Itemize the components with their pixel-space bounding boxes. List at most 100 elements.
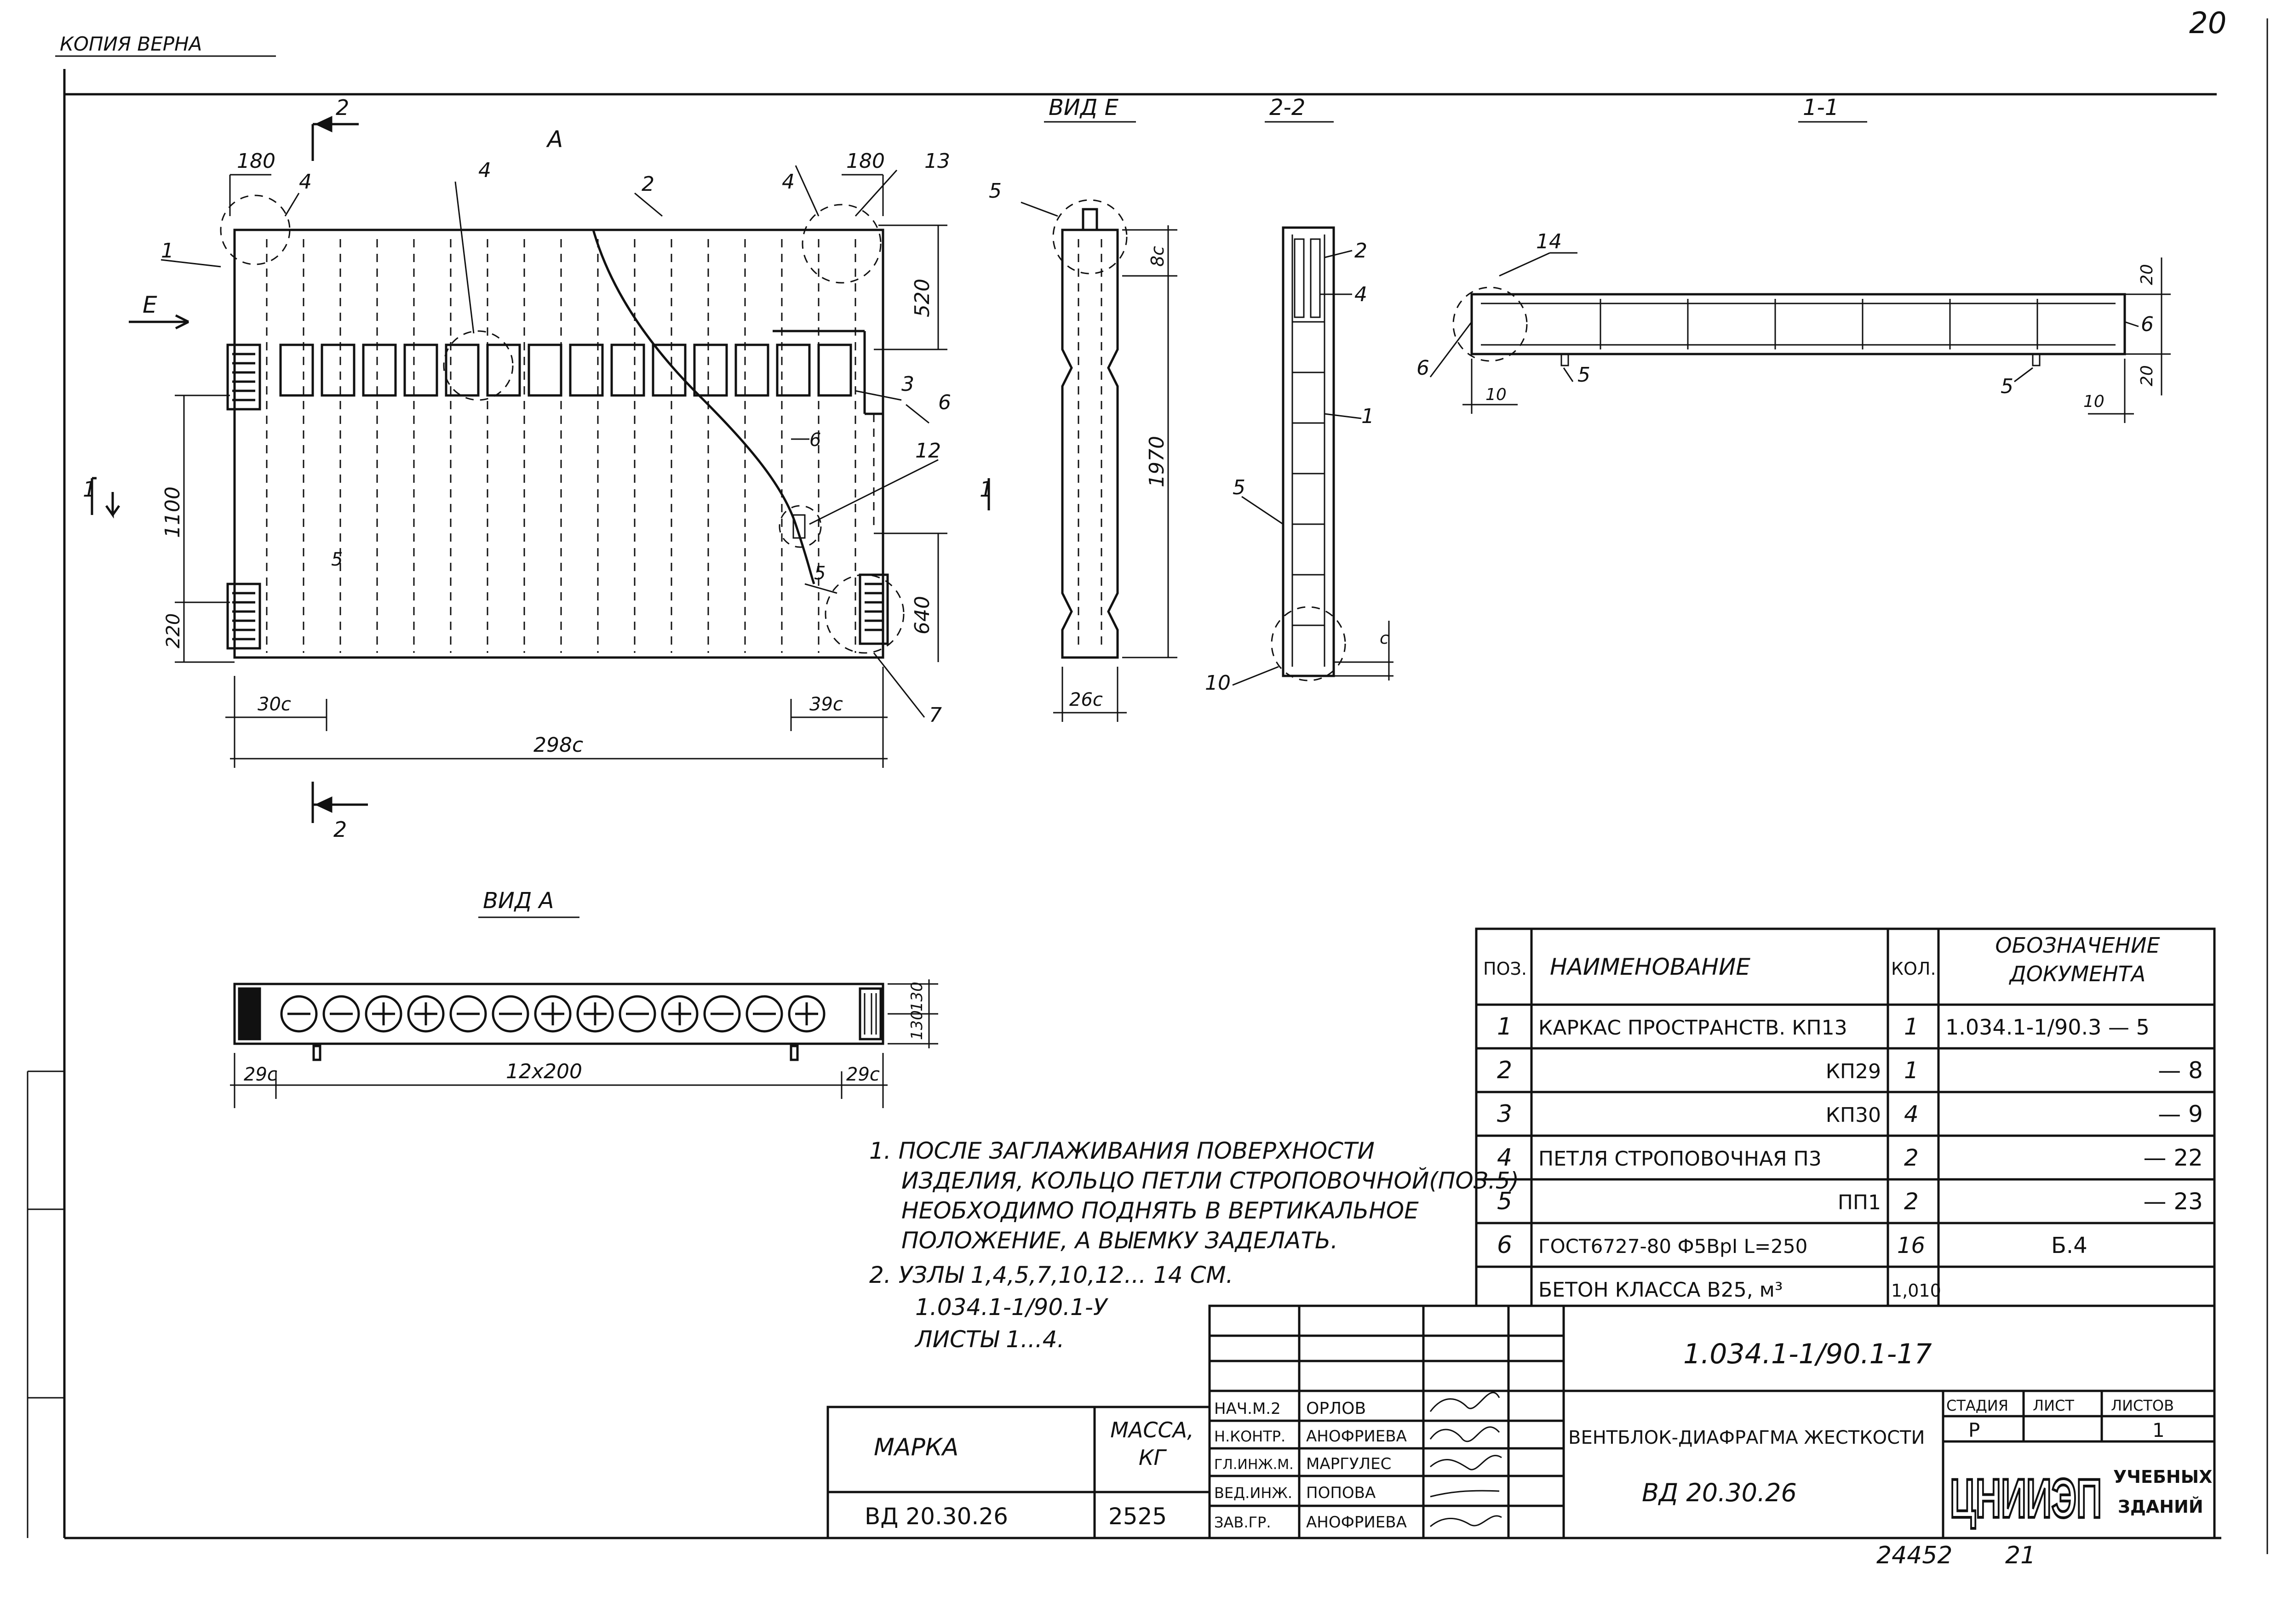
callout-1: 1 (161, 239, 174, 263)
role-3-name: МАРГУЛЕС (1306, 1455, 1391, 1473)
detail-circle-10 (1271, 606, 1346, 681)
dim-80: 8с (1147, 246, 1168, 267)
spec-row-7-qty: 1,010 (1891, 1281, 1941, 1301)
detail-circles (220, 194, 905, 654)
callout-2: 2 (642, 172, 654, 196)
hatching-lines (266, 239, 856, 653)
callout-3: 3 (901, 372, 914, 396)
cut-2-top: 2 (336, 95, 349, 120)
dim-260: 26с (1069, 689, 1103, 710)
role-4-name: ПОПОВА (1306, 1484, 1376, 1502)
callout-6b: 6 (809, 429, 821, 451)
section-1-1-title: 1-1 (1803, 95, 1839, 120)
spec-row-6-qty: 16 (1897, 1233, 1925, 1258)
marka-header: МАРКА (874, 1434, 958, 1461)
dim-1100: 1100 (161, 486, 184, 538)
spec-header-doc-box: ОБОЗНАЧЕНИЕ ДОКУМЕНТА (1995, 933, 2160, 986)
callout-4c: 4 (782, 170, 795, 194)
view-a-outline (233, 983, 884, 1045)
detail-circle-14 (1452, 286, 1528, 362)
section-cut-markers (91, 116, 990, 823)
section-2-2-leaders (1232, 250, 1393, 686)
cut-2-bottom: 2 (333, 817, 347, 842)
spec-row-3-pos: 3 (1497, 1100, 1512, 1128)
dim-300: 30с (258, 694, 291, 715)
note-line-3: НЕОБХОДИМО ПОДНЯТЬ В ВЕРТИКАЛЬНОЕ (901, 1197, 1419, 1224)
spec-row-2-qty: 1 (1904, 1057, 1919, 1084)
note-line-1: 1. ПОСЛЕ ЗАГЛАЖИВАНИЯ ПОВЕРХНОСТИ (869, 1138, 1375, 1164)
spec-row-2-doc: — 8 (2158, 1057, 2203, 1084)
org-suffix-2: ЗДАНИЙ (2118, 1497, 2203, 1517)
section-1-1-outline (1470, 293, 2126, 366)
spec-header-qty: КОЛ. (1891, 959, 1936, 979)
callout-s2-2: 2 (1354, 239, 1367, 263)
spec-row-4-pos: 4 (1497, 1144, 1512, 1172)
spec-row-1-pos: 1 (1497, 1013, 1512, 1041)
cut-1-right: 1 (980, 477, 993, 502)
callout-12: 12 (915, 439, 941, 463)
callout-s2-5: 5 (1233, 476, 1245, 499)
note-line-6: 1.034.1-1/90.1-У (915, 1294, 1109, 1321)
section-2-2-title: 2-2 (1269, 95, 1305, 120)
spec-row-6-name: ГОСТ6727-80 Ф5ВрI L=250 (1538, 1235, 1807, 1258)
dim-520: 520 (911, 279, 934, 317)
mass-value: 2525 (1108, 1503, 1167, 1530)
main-dimension-lines (175, 174, 947, 768)
role-2: Н.КОНТР. (1214, 1428, 1285, 1445)
callout-e-5: 5 (989, 179, 1002, 203)
stage-label: СТАДИЯ (1946, 1397, 2008, 1414)
role-5: ЗАВ.ГР. (1214, 1514, 1271, 1531)
marka-value: ВД 20.30.26 (865, 1503, 1008, 1530)
inventory-number: 24452 (1876, 1542, 1952, 1569)
spec-row-4-qty: 2 (1904, 1144, 1919, 1171)
spec-row-1-qty: 1 (1904, 1013, 1919, 1040)
spec-row-3-name: КП30 (1826, 1104, 1881, 1127)
mass-header-box: МАССА, КГ (1110, 1418, 1194, 1470)
cut-1-left: 1 (83, 477, 96, 502)
spec-row-4-name: ПЕТЛЯ СТРОПОВОЧНАЯ П3 (1538, 1147, 1822, 1171)
main-view-label: А (546, 126, 563, 153)
org-logo: ЦНИИЭП (1950, 1468, 2102, 1529)
callout-4b: 4 (299, 170, 312, 194)
spec-row-5-name: ПП1 (1838, 1191, 1881, 1214)
role-1: НАЧ.М.2 (1214, 1400, 1281, 1418)
spec-row-3-doc: — 9 (2158, 1101, 2203, 1127)
role-4: ВЕД.ИНЖ. (1214, 1484, 1292, 1502)
channel-openings (279, 343, 852, 397)
callout-s1-5a: 5 (1577, 363, 1590, 387)
callout-s1-14: 14 (1536, 230, 1562, 253)
role-2-name: АНОФРИЕВА (1306, 1427, 1407, 1446)
page-number: 21 (2005, 1542, 2036, 1569)
stage-value: Р (1968, 1419, 1980, 1441)
title-block-roles: НАЧ.М.2 ОРЛОВ Н.КОНТР. АНОФРИЕВА ГЛ.ИНЖ.… (1214, 1399, 1407, 1532)
dim-s11-10a: 10 (1485, 385, 1507, 404)
view-a-channels (280, 995, 826, 1061)
dim-1970: 1970 (1145, 436, 1169, 487)
spec-row-4-doc: — 22 (2143, 1144, 2203, 1171)
note-line-2: ИЗДЕЛИЯ, КОЛЬЦО ПЕТЛИ СТРОПОВОЧНОЙ(ПОЗ.5… (901, 1167, 1519, 1194)
mass-header: МАССА, КГ (1110, 1418, 1194, 1470)
spec-row-1-doc: 1.034.1-1/90.3 — 5 (1945, 1015, 2150, 1040)
spec-row-2-pos: 2 (1497, 1057, 1512, 1084)
callout-7: 7 (929, 703, 942, 727)
note-line-5: 2. УЗЛЫ 1,4,5,7,10,12... 14 СМ. (869, 1262, 1233, 1288)
spec-row-5-pos: 5 (1497, 1188, 1512, 1215)
signature-marks (1429, 1392, 1502, 1527)
callout-4a: 4 (478, 159, 491, 182)
sheet-corner-number: 20 (2189, 6, 2226, 40)
product-name: ВЕНТБЛОК-ДИАФРАГМА ЖЕСТКОСТИ (1568, 1427, 1925, 1448)
role-3: ГЛ.ИНЖ.М. (1214, 1457, 1294, 1473)
dim-s11-10b: 10 (2083, 392, 2105, 411)
detail-circle-e (1052, 199, 1128, 274)
spec-row-3-qty: 4 (1904, 1101, 1919, 1127)
spec-table-grid (1475, 927, 2216, 1307)
spec-header-name: НАИМЕНОВАНИЕ (1550, 954, 1750, 980)
sheets-value: 1 (2152, 1419, 2165, 1441)
product-mark: ВД 20.30.26 (1642, 1478, 1797, 1507)
dim-180-left: 180 (237, 149, 275, 173)
section-1-1-dims (1429, 252, 2171, 423)
callout-leaders (161, 165, 939, 718)
section-2-2-outline (1282, 226, 1335, 677)
callout-s1-6b: 6 (2141, 313, 2154, 336)
